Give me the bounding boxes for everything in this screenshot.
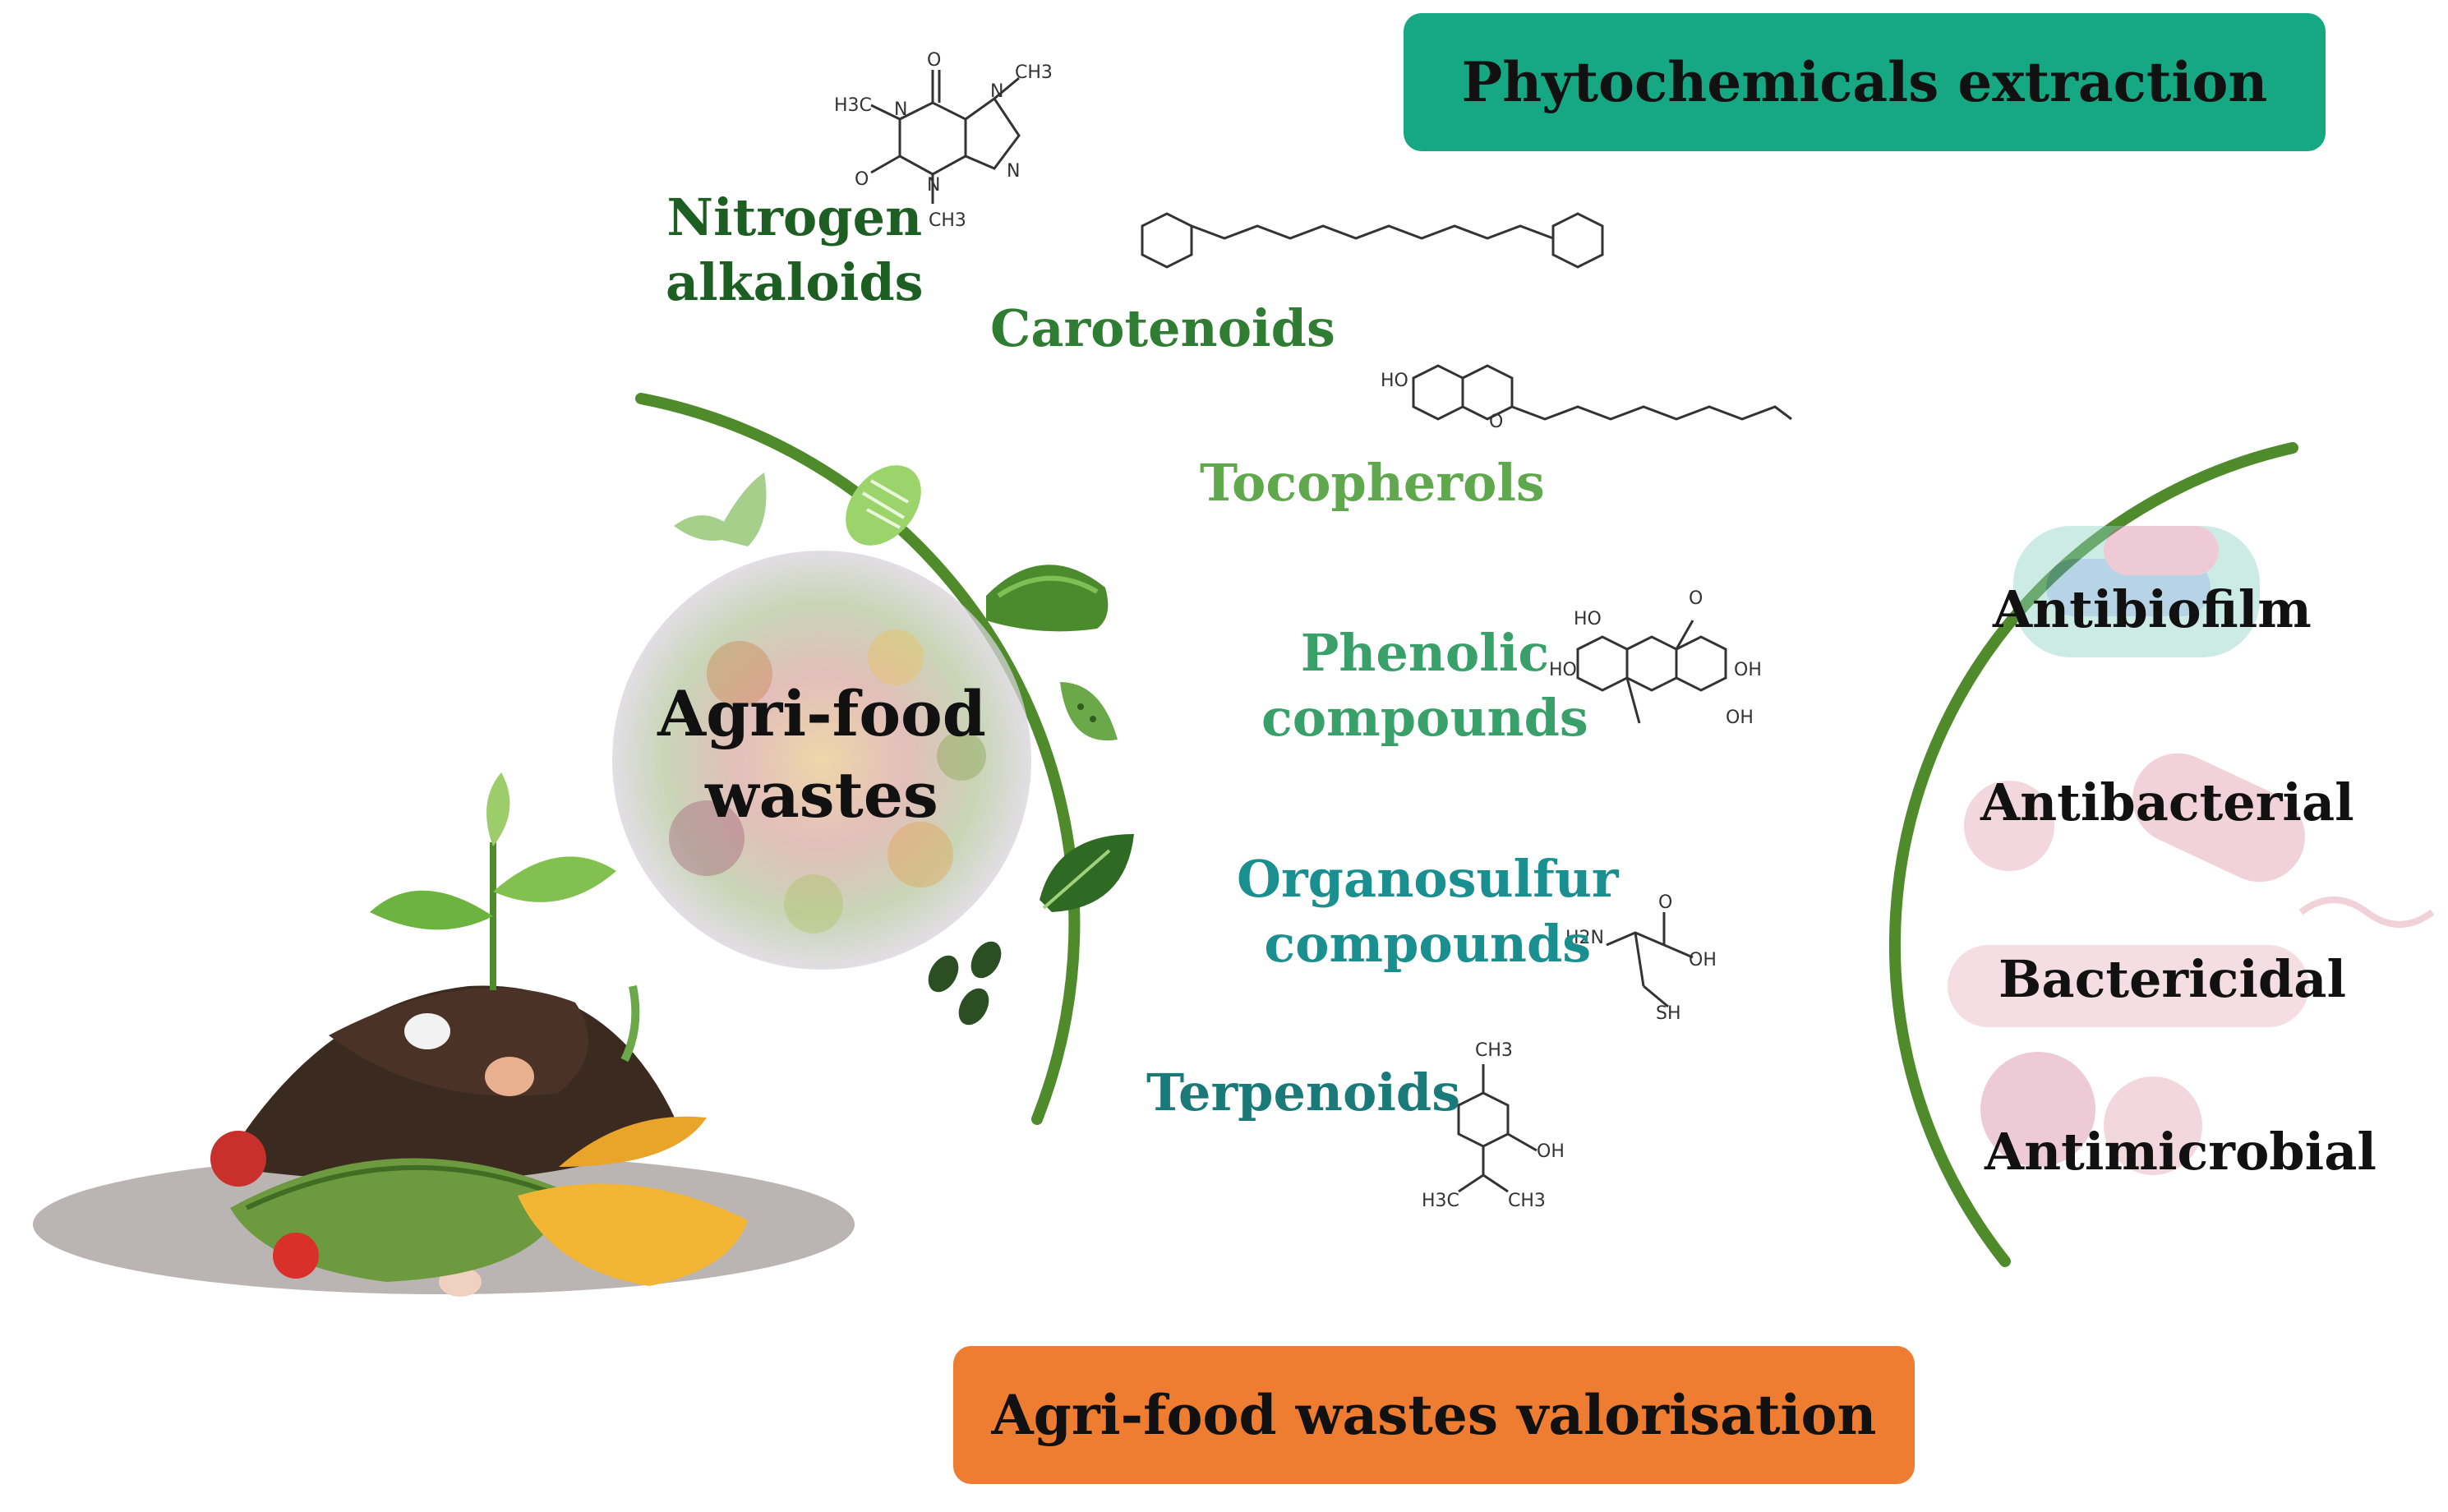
cysteine-label-oh: OH: [1689, 950, 1717, 970]
caffeine-structure: [870, 70, 1021, 204]
activity-antibiofilm: Antibiofilm: [1993, 579, 2312, 639]
leaf-sprout-icon: [674, 472, 767, 546]
tocopherol-structure: [1412, 364, 1792, 421]
class-phenolic-compounds: Phenolic compounds: [1261, 623, 1588, 749]
valorisation-banner: Agri-food wastes valorisation: [953, 1346, 1915, 1484]
activity-antibacterial: Antibacterial: [1980, 772, 2354, 832]
ellagic-label-o: O: [1689, 588, 1703, 609]
tocopherol-label-ho: HO: [1381, 371, 1408, 391]
caffeine-label-n3: N: [927, 175, 940, 196]
cysteine-label-nh2: H2N: [1565, 928, 1604, 948]
class-tocopherols: Tocopherols: [1200, 453, 1545, 513]
caffeine-label-n1: N: [894, 99, 907, 120]
carotenoid-structure: [1141, 212, 1604, 269]
waste-circle: [612, 551, 1031, 970]
class-terpenoids: Terpenoids: [1146, 1063, 1461, 1122]
cysteine-structure: [1606, 912, 1694, 1008]
right-bracket-arc: [1888, 442, 2298, 1267]
cysteine-label-sh: SH: [1656, 1003, 1681, 1024]
herb-pile-icon: [986, 565, 1109, 632]
coffee-beans-icon: [928, 941, 1002, 1026]
peanut-icon: [846, 465, 921, 546]
banner-top-label: Phytochemicals extraction: [1461, 50, 2268, 114]
ellagic-acid-structure: [1576, 620, 1727, 724]
activity-antimicrobial: Antimicrobial: [1985, 1122, 2377, 1182]
thymol-label-oh: OH: [1537, 1141, 1565, 1162]
center-label: Agri-food wastes: [625, 674, 1019, 837]
class-nitrogen-alkaloids: Nitrogen alkaloids: [666, 187, 924, 313]
ellagic-label-ho1: HO: [1574, 609, 1602, 629]
thymol-label-ch3-top: CH3: [1475, 1040, 1513, 1061]
caffeine-label-h3c: H3C: [834, 95, 872, 116]
phytochemicals-extraction-banner: Phytochemicals extraction: [1404, 13, 2326, 151]
caffeine-label-ch3-bottom: CH3: [929, 210, 966, 231]
activity-bactericidal: Bactericidal: [1999, 949, 2347, 1009]
ellagic-label-oh4: OH: [1726, 708, 1754, 728]
caffeine-label-o1: O: [927, 50, 941, 71]
ellagic-label-oh3: OH: [1734, 660, 1762, 680]
caffeine-label-o2: O: [855, 169, 869, 190]
thymol-label-h3c: H3C: [1422, 1191, 1459, 1211]
leaf-icon: [1040, 834, 1134, 912]
seed-icon: [1060, 682, 1118, 741]
thymol-structure: [1457, 1064, 1537, 1193]
cysteine-label-o: O: [1658, 892, 1672, 913]
center-label-line2: wastes: [705, 758, 938, 832]
tocopherol-label-o: O: [1489, 412, 1503, 432]
compost-pile-icon: [33, 772, 855, 1297]
bacteria-icon: [1948, 526, 2435, 1175]
caffeine-label-n7: N: [990, 81, 1003, 102]
caffeine-label-n9: N: [1007, 161, 1020, 182]
caffeine-label-ch3-top: CH3: [1015, 62, 1053, 83]
thymol-label-ch3: CH3: [1508, 1191, 1546, 1211]
center-label-line1: Agri-food: [657, 677, 986, 750]
class-carotenoids: Carotenoids: [990, 298, 1335, 358]
class-organosulfur-compounds: Organosulfur compounds: [1237, 849, 1619, 975]
ellagic-label-ho2: HO: [1549, 660, 1577, 680]
banner-bottom-label: Agri-food wastes valorisation: [991, 1383, 1877, 1447]
